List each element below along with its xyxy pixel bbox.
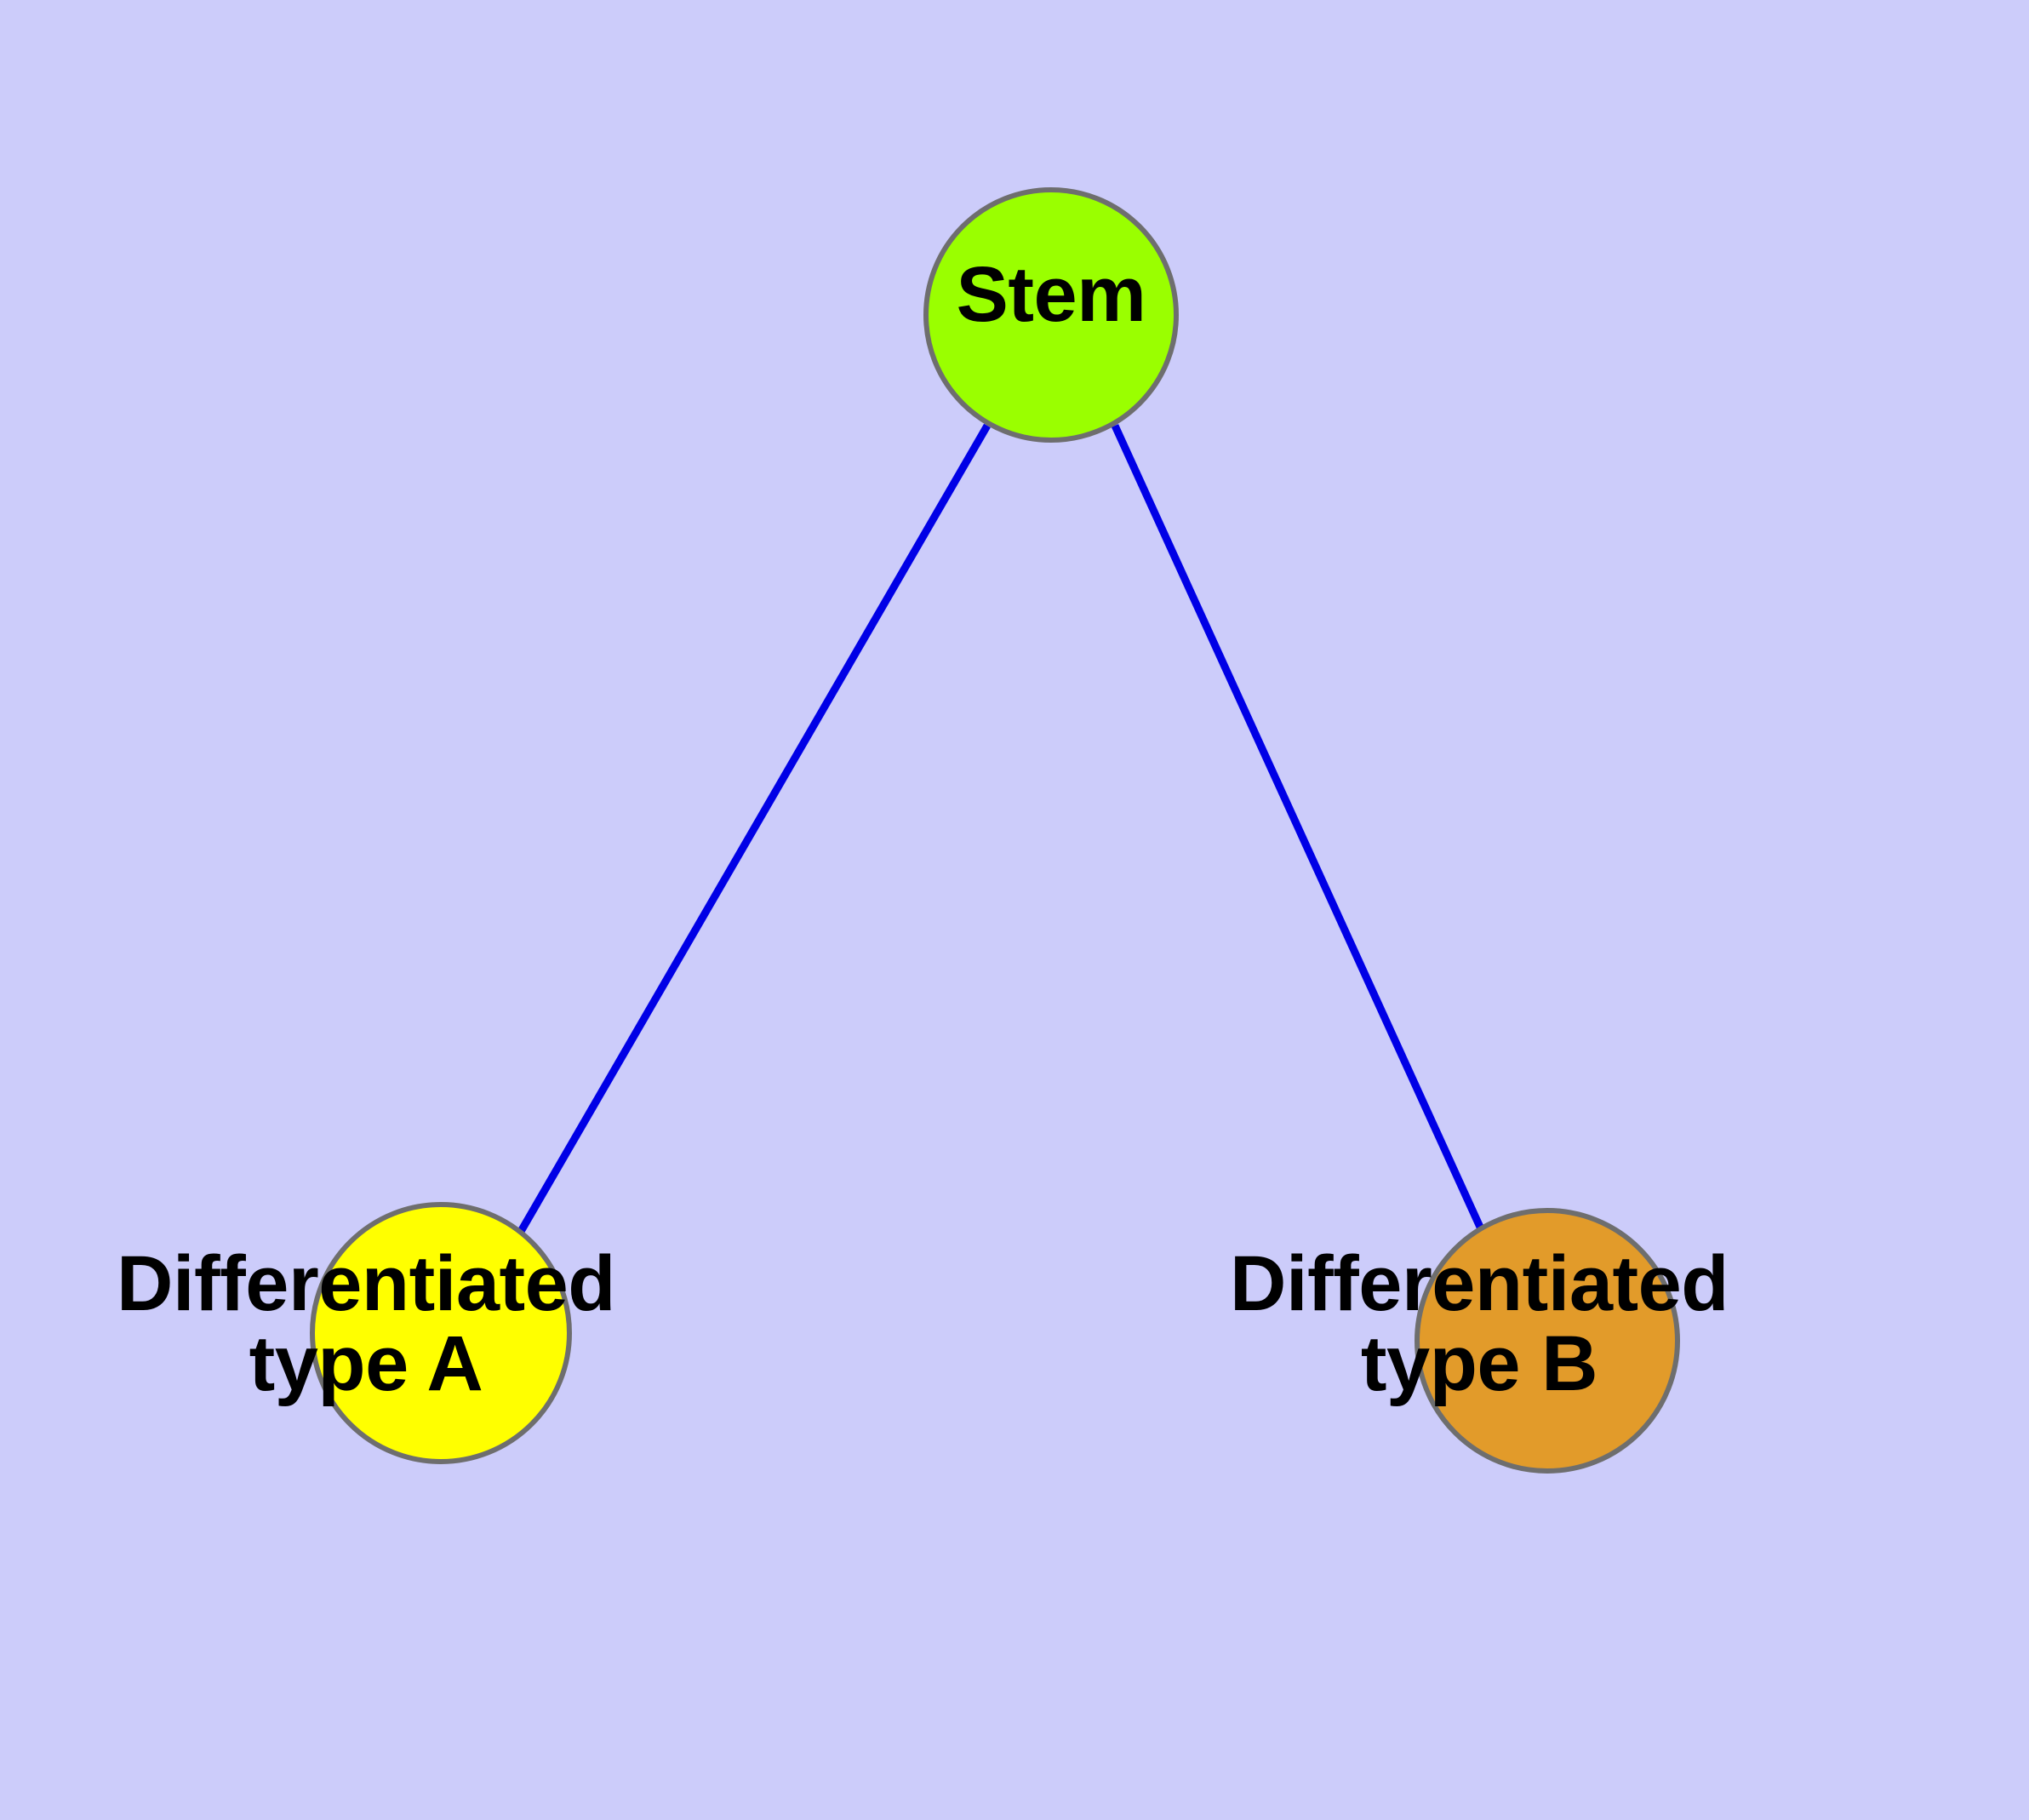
node-diff-type-a[interactable] <box>310 1202 572 1464</box>
edge-stem-to-type-b[interactable] <box>1111 424 1487 1234</box>
node-diff-type-b[interactable] <box>1415 1208 1680 1474</box>
edge-stem-to-type-a[interactable] <box>516 423 991 1237</box>
node-stem[interactable] <box>923 187 1179 443</box>
